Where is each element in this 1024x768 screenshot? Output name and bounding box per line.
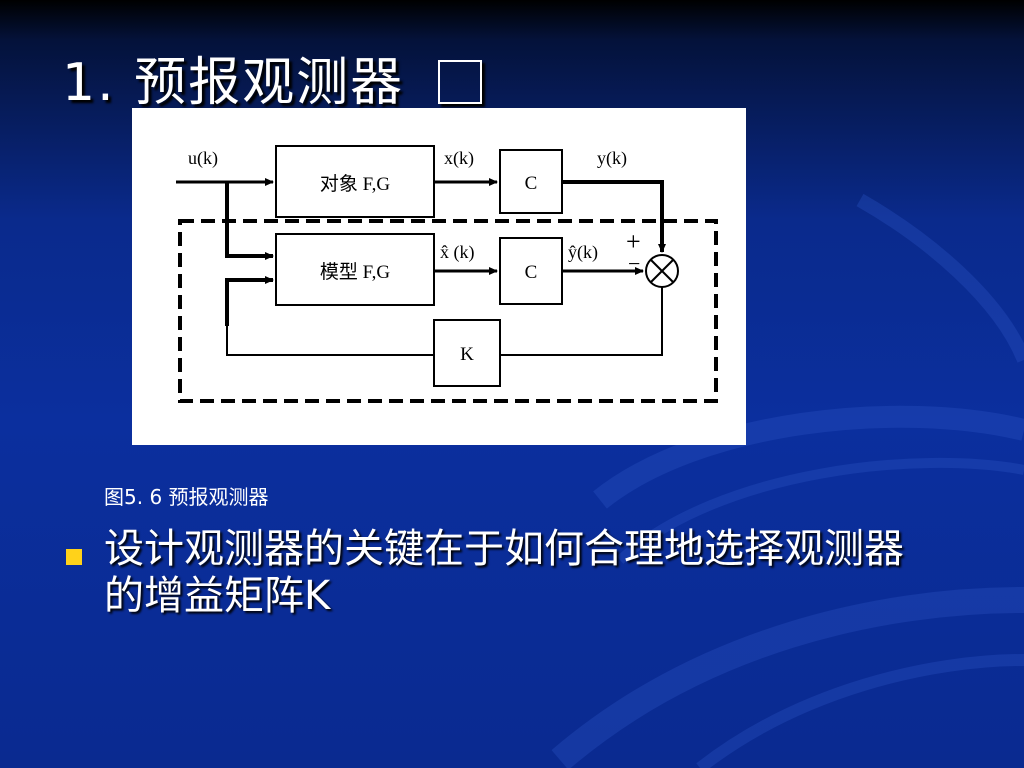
slide-title: 1. 预报观测器 [62,40,483,115]
bullet-list-item: 设计观测器的关键在于如何合理地选择观测器的增益矩阵K [66,526,906,620]
bullet-square-icon [66,549,82,565]
est-state-label: x̂ (k) [440,242,475,263]
plus-sign: + [626,227,641,256]
input-branch-line [225,182,274,260]
placeholder-box-icon [438,60,483,104]
correction-line [225,276,274,326]
k-block-label: K [460,344,474,365]
summing-junction [645,254,679,288]
minus-sign: − [628,251,640,276]
output-label: y(k) [597,148,627,169]
observer-block-diagram: u(k) x(k) y(k) x̂ (k) ŷ(k) 对象 F,G 模型 F,G… [132,108,746,445]
k-gain-block [433,319,501,387]
plant-block [275,145,435,218]
bullet-text: 设计观测器的关键在于如何合理地选择观测器的增益矩阵K [104,526,904,619]
c-block-model-label: C [525,262,538,283]
output-line [562,180,666,253]
figure-caption: 图5. 6 预报观测器 [104,485,269,509]
model-block-label: 模型 F,G [320,261,391,283]
c-block-plant-label: C [525,173,538,194]
diagram-canvas: u(k) x(k) y(k) x̂ (k) ŷ(k) 对象 F,G 模型 F,G… [176,145,718,403]
k-output-line [226,326,434,356]
plant-block-label: 对象 F,G [320,173,391,195]
model-block [275,233,435,306]
slide-title-text: 1. 预报观测器 [62,53,405,113]
est-output-label: ŷ(k) [568,242,598,263]
input-label: u(k) [188,148,218,169]
state-label: x(k) [444,148,474,169]
error-feedback-line [500,287,663,356]
